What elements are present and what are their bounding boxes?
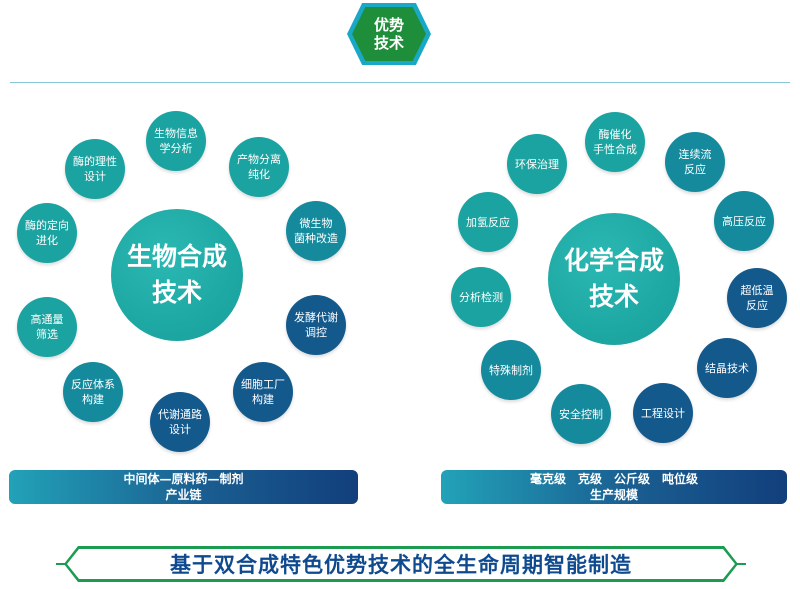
node-label: 构建 <box>82 393 104 406</box>
node-label: 代谢通路 <box>158 408 202 421</box>
node-fermentation-control: 发酵代谢 调控 <box>286 295 346 355</box>
node-high-throughput: 高通量 筛选 <box>17 297 77 357</box>
node-reaction-system: 反应体系 构建 <box>63 362 123 422</box>
header-title-line2: 技术 <box>373 34 404 52</box>
node-label: 反应体系 <box>71 378 115 391</box>
node-crystallization: 结晶技术 <box>697 338 757 398</box>
node-safety-control: 安全控制 <box>551 384 611 444</box>
node-label: 加氢反应 <box>466 215 510 229</box>
center-label-line1: 生物合成 <box>126 242 227 271</box>
bottom-banner: 基于双合成特色优势技术的全生命周期智能制造 <box>56 546 746 582</box>
node-rational-design: 酶的理性 设计 <box>65 139 125 199</box>
production-scale-bar: 毫克级 克级 公斤级 吨位级 生产规模 <box>441 470 787 504</box>
node-label: 连续流 <box>678 148 712 161</box>
banner-text: 基于双合成特色优势技术的全生命周期智能制造 <box>67 549 735 579</box>
node-label: 反应 <box>746 299 768 312</box>
bar-line2: 产业链 <box>165 488 202 502</box>
node-cell-factory: 细胞工厂 构建 <box>233 362 293 422</box>
node-label: 手性合成 <box>593 143 637 156</box>
node-label: 酶催化 <box>598 128 632 141</box>
node-label: 分析检测 <box>459 290 503 304</box>
node-engineering-design: 工程设计 <box>633 383 693 443</box>
center-circle-chemical-synthesis: 化学合成 技术 <box>548 213 680 345</box>
node-label: 工程设计 <box>641 406 685 420</box>
header-divider <box>10 82 790 83</box>
node-label: 学分析 <box>159 142 193 155</box>
node-product-separation: 产物分离 纯化 <box>229 137 289 197</box>
header-hexagon: 优势 技术 <box>347 3 431 65</box>
node-cryogenic-reaction: 超低温 反应 <box>727 268 787 328</box>
center-label-line2: 技术 <box>588 282 639 311</box>
industry-chain-bar: 中间体—原料药—制剂 产业链 <box>9 470 358 504</box>
node-strain-engineering: 微生物 菌种改造 <box>286 201 346 261</box>
node-label: 反应 <box>684 163 706 176</box>
node-label: 细胞工厂 <box>241 378 285 391</box>
bar-line1: 毫克级 克级 公斤级 吨位级 <box>529 472 698 486</box>
node-label: 酶的定向 <box>25 219 69 232</box>
header-title-line1: 优势 <box>373 16 404 34</box>
node-bioinformatics: 生物信息 学分析 <box>146 111 206 171</box>
node-pathway-design: 代谢通路 设计 <box>150 392 210 452</box>
node-label: 构建 <box>252 393 274 406</box>
center-label-line2: 技术 <box>151 278 202 307</box>
node-label: 结晶技术 <box>705 361 749 375</box>
node-label: 酶的理性 <box>73 155 117 168</box>
node-label: 高压反应 <box>722 214 766 228</box>
node-label: 调控 <box>305 326 327 339</box>
bar-line1: 中间体—原料药—制剂 <box>123 472 244 486</box>
node-label: 产物分离 <box>237 153 281 166</box>
node-label: 高通量 <box>30 313 64 326</box>
node-label: 发酵代谢 <box>294 311 338 324</box>
node-label: 微生物 <box>299 217 333 230</box>
node-label: 纯化 <box>248 168 270 181</box>
node-directed-evolution: 酶的定向 进化 <box>17 203 77 263</box>
node-high-pressure: 高压反应 <box>714 191 774 251</box>
node-label: 特殊制剂 <box>489 363 533 377</box>
node-label: 生物信息 <box>154 127 198 140</box>
center-circle-biosynthesis: 生物合成 技术 <box>111 209 243 341</box>
node-label: 进化 <box>36 234 58 247</box>
node-label: 设计 <box>169 423 191 436</box>
node-label: 筛选 <box>36 328 58 341</box>
banner-frame: 基于双合成特色优势技术的全生命周期智能制造 <box>64 546 738 582</box>
node-enzyme-catalysis: 酶催化 手性合成 <box>585 112 645 172</box>
bar-line2: 生产规模 <box>589 488 638 502</box>
node-environmental-treatment: 环保治理 <box>507 134 567 194</box>
node-label: 设计 <box>84 170 106 183</box>
node-hydrogenation: 加氢反应 <box>458 192 518 252</box>
node-label: 安全控制 <box>559 407 603 421</box>
header-title: 优势 技术 <box>352 7 426 61</box>
center-label-line1: 化学合成 <box>563 246 664 275</box>
node-special-formulation: 特殊制剂 <box>481 340 541 400</box>
node-label: 超低温 <box>740 284 774 297</box>
node-label: 环保治理 <box>515 157 559 171</box>
node-continuous-flow: 连续流 反应 <box>665 132 725 192</box>
node-label: 菌种改造 <box>294 232 338 245</box>
node-analytical-testing: 分析检测 <box>451 267 511 327</box>
